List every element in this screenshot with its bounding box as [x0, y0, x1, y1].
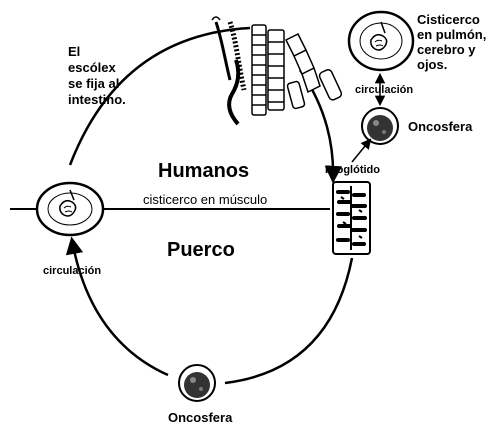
cysticercus-note-line: ojos. [417, 57, 448, 72]
cysticercus-note-line: en pulmón, [417, 27, 487, 42]
arc-bottom-right [224, 257, 354, 385]
cysticercus-left-icon [35, 181, 105, 237]
oncosphere-label-bottom: Oncosfera [168, 410, 233, 425]
cysticercus-note: Cisticerco en pulmón, cerebro y ojos. [417, 12, 503, 72]
region-label-pig: Puerco [167, 239, 235, 261]
scolex-note-line: escólex [68, 60, 116, 75]
proglottid-label: Proglótido [325, 164, 380, 176]
circulation-label-left: circulación [43, 265, 102, 277]
tapeworm-icon [211, 16, 343, 126]
cysticercus-note-line: Cisticerco [417, 12, 480, 27]
oncosphere-right-icon [361, 107, 399, 145]
oncosphere-bottom-icon [178, 364, 216, 402]
oncosphere-label-right: Oncosfera [408, 119, 473, 134]
scolex-note-line: se fija al [68, 76, 120, 91]
scolex-note-line: intestino. [68, 92, 126, 107]
circulation-label-right: circulación [355, 84, 414, 96]
proglottid-to-oncosphere-arrow [351, 138, 372, 163]
cysticercus-note-line: cerebro y [417, 42, 476, 57]
region-label-humans: Humanos [158, 160, 250, 182]
arc-left-lower [65, 236, 169, 377]
cysticercus-right-icon [347, 10, 415, 72]
scolex-note: El escólex se fija al intestino. [68, 44, 158, 108]
proglottid-icon [332, 181, 371, 255]
muscle-link-label: cisticerco en músculo [143, 192, 268, 207]
scolex-note-line: El [68, 44, 81, 59]
